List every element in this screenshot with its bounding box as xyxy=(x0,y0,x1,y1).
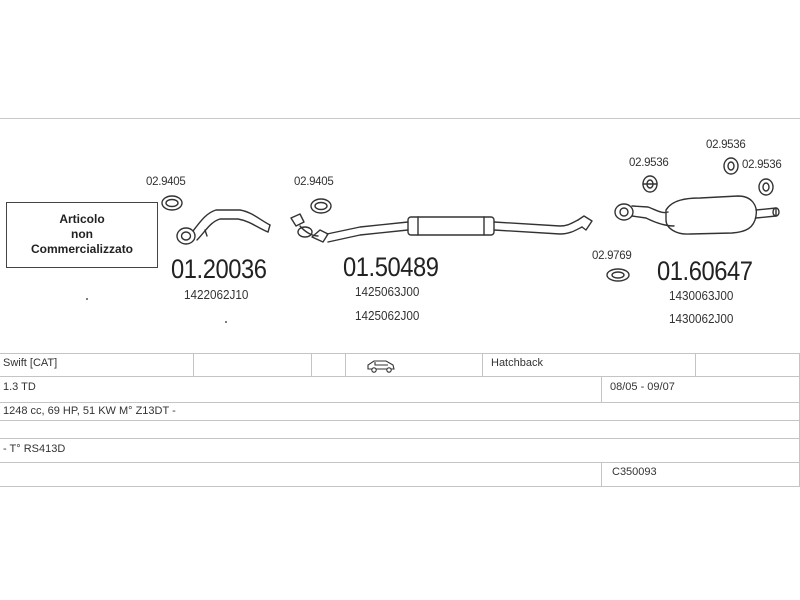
table-divider xyxy=(311,353,312,376)
table-divider xyxy=(601,376,602,402)
table-line xyxy=(0,402,800,403)
table-line xyxy=(0,353,800,354)
engine-specs: 1248 cc, 69 HP, 51 KW M° Z13DT - xyxy=(3,405,176,417)
part-number-1: 01.20036 xyxy=(171,254,267,284)
table-line xyxy=(0,438,800,439)
production-dates: 08/05 - 09/07 xyxy=(610,381,675,393)
part-number-2: 01.50489 xyxy=(343,252,439,282)
notice-line-1: Articolo xyxy=(59,212,105,226)
table-line xyxy=(0,486,800,487)
catalog-code: C350093 xyxy=(612,466,657,478)
speck xyxy=(86,298,88,300)
vehicle-model: Swift [CAT] xyxy=(3,357,58,369)
parts-drawing xyxy=(86,157,780,323)
table-divider xyxy=(601,462,602,486)
oem-number-3a: 1430063J00 xyxy=(669,288,734,303)
clamp-ring-4[interactable] xyxy=(723,157,739,175)
speck xyxy=(225,321,227,323)
clamp-code-4: 02.9536 xyxy=(706,139,746,151)
clamp-code-1: 02.9405 xyxy=(146,176,186,188)
clamp-ring-3[interactable] xyxy=(642,175,658,193)
front-pipe-01-20036[interactable] xyxy=(176,209,271,245)
oem-number-1a: 1422062J10 xyxy=(184,287,249,302)
oem-number-3b: 1430062J00 xyxy=(669,311,734,326)
clamp-ring-1[interactable] xyxy=(161,195,183,211)
rear-silencer-01-60647[interactable] xyxy=(614,195,780,235)
car-hatchback-icon xyxy=(367,360,395,373)
engine: 1.3 TD xyxy=(3,381,36,393)
middle-pipe-01-50489[interactable] xyxy=(290,213,593,243)
clamp-ring-2[interactable] xyxy=(310,198,332,214)
table-line xyxy=(0,376,800,377)
table-divider xyxy=(345,353,346,376)
notice-line-2: non xyxy=(71,227,93,241)
oem-number-2a: 1425063J00 xyxy=(355,284,420,299)
clamp-ring-6[interactable] xyxy=(606,268,630,282)
top-border xyxy=(0,118,800,119)
clamp-code-6: 02.9769 xyxy=(592,250,632,262)
table-line xyxy=(0,462,800,463)
not-for-sale-notice: Articolo non Commercializzato xyxy=(6,202,158,268)
table-divider xyxy=(193,353,194,376)
part-number-3: 01.60647 xyxy=(657,256,753,286)
table-divider xyxy=(482,353,483,376)
clamp-code-2: 02.9405 xyxy=(294,176,334,188)
type-code: - T° RS413D xyxy=(3,443,66,455)
notice-line-3: Commercializzato xyxy=(30,242,134,256)
oem-number-2b: 1425062J00 xyxy=(355,308,420,323)
table-line xyxy=(0,420,800,421)
clamp-code-3: 02.9536 xyxy=(629,157,669,169)
body-type: Hatchback xyxy=(491,357,543,369)
clamp-ring-5[interactable] xyxy=(758,178,774,196)
table-divider xyxy=(695,353,696,376)
clamp-code-5: 02.9536 xyxy=(742,159,782,171)
